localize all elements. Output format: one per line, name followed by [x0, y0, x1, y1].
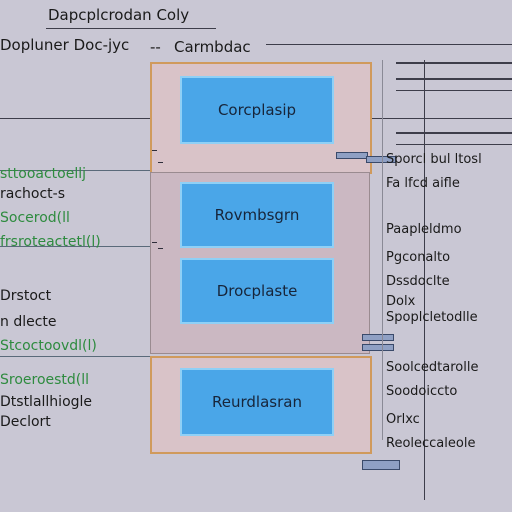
- right-bar: [396, 90, 512, 91]
- left-label-7: Stcoctoovdl(l): [0, 338, 97, 354]
- right-item-11: Reoleccaleole: [386, 436, 476, 451]
- right-item-10: Orlxc: [386, 412, 420, 427]
- left-label-4: frsroteactetl(l): [0, 234, 101, 250]
- right-item-3: Paapleldmo: [386, 222, 462, 237]
- box-3: Drocplaste: [180, 258, 334, 324]
- top-rule: [46, 28, 216, 29]
- left-heading: Dopluner Doc-jyc: [0, 36, 130, 54]
- connector-2b: [362, 344, 394, 351]
- tick-mark: [158, 248, 163, 249]
- right-item-1: Sporcl bul ltosl: [386, 152, 482, 167]
- right-item-8: Soolcedtarolle: [386, 360, 479, 375]
- box-2: Rovmbsgrn: [180, 182, 334, 248]
- right-item-9: Soodoiccto: [386, 384, 458, 399]
- guide-line-3: [0, 246, 150, 247]
- connector-1: [336, 152, 368, 159]
- left-label-6: n dlecte: [0, 314, 57, 330]
- guide-line-4: [0, 356, 150, 357]
- box-4: Reurdlasran: [180, 368, 334, 436]
- tick-mark: [152, 150, 157, 151]
- header-rule: [266, 44, 512, 45]
- box-1: Corcplasip: [180, 76, 334, 144]
- left-label-2: rachoct-s: [0, 186, 66, 202]
- right-bar: [396, 78, 512, 80]
- left-label-9: Dtstlallhiogle: [0, 394, 93, 410]
- left-label-10: Declort: [0, 414, 51, 430]
- heading-dash: --: [150, 38, 161, 56]
- connector-3: [362, 460, 400, 470]
- left-label-1: sttooactoellj: [0, 166, 87, 182]
- tick-mark: [158, 162, 163, 163]
- right-bar: [396, 144, 512, 145]
- connector-2: [362, 334, 394, 341]
- left-label-8: Sroeroestd(ll: [0, 372, 90, 388]
- right-item-5: Dssdoclte: [386, 274, 450, 289]
- right-item-7: Spoplcletodlle: [386, 310, 478, 325]
- left-label-3: Socerod(ll: [0, 210, 70, 226]
- right-bar: [396, 132, 512, 134]
- right-rule-inner: [424, 60, 425, 500]
- right-item-6: Dolx: [386, 294, 416, 309]
- left-label-5: Drstoct: [0, 288, 52, 304]
- connector-1b: [366, 156, 396, 163]
- right-rule-outer: [382, 60, 383, 440]
- mid-heading: Carmbdac: [174, 38, 251, 56]
- diagram-title: Dapcplcrodan Coly: [48, 6, 190, 24]
- right-item-2: Fa lfcd aifle: [386, 176, 460, 191]
- right-bar: [396, 62, 512, 64]
- guide-line-2: [0, 170, 150, 171]
- tick-mark: [152, 242, 157, 243]
- right-item-4: Pgconalto: [386, 250, 451, 265]
